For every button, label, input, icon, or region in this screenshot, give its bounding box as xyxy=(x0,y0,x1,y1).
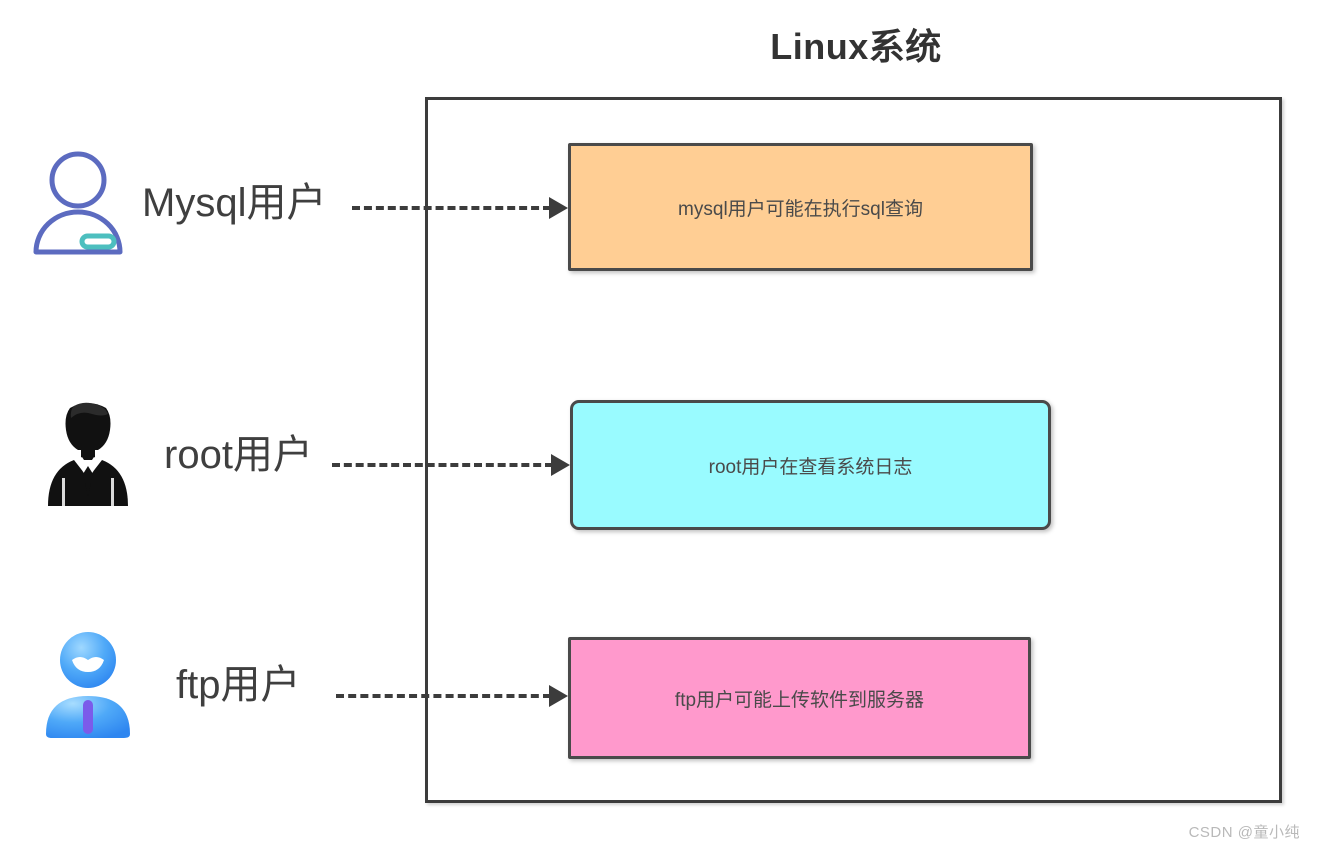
process-box-mysql[interactable]: mysql用户可能在执行sql查询 xyxy=(568,143,1033,271)
page-title: Linux系统 xyxy=(0,18,1318,70)
dashed-arrow-right-icon xyxy=(549,197,568,219)
process-box-mysql-label: mysql用户可能在执行sql查询 xyxy=(678,198,923,220)
dashed-line xyxy=(336,694,551,698)
connector-arrow-root xyxy=(332,453,570,477)
watermark: CSDN @童小纯 xyxy=(1188,824,1300,841)
user-row-mysql: Mysql用户 xyxy=(30,148,326,258)
linux-system-container xyxy=(425,97,1282,803)
user-label-ftp: ftp用户 xyxy=(176,663,301,707)
process-box-root-label: root用户在查看系统日志 xyxy=(708,456,913,478)
connector-arrow-ftp xyxy=(336,684,568,708)
user-blue-avatar-icon xyxy=(40,630,136,740)
dashed-line xyxy=(332,463,553,467)
process-box-root[interactable]: root用户在查看系统日志 xyxy=(570,400,1051,530)
connector-arrow-mysql xyxy=(352,196,568,220)
user-outline-badge-icon xyxy=(30,148,126,258)
dashed-arrow-right-icon xyxy=(549,685,568,707)
dashed-line xyxy=(352,206,551,210)
dashed-arrow-right-icon xyxy=(551,454,570,476)
process-box-ftp-label: ftp用户可能上传软件到服务器 xyxy=(674,689,925,711)
process-box-ftp[interactable]: ftp用户可能上传软件到服务器 xyxy=(568,637,1031,759)
user-row-root: root用户 xyxy=(40,400,313,510)
page-title-text: Linux系统 xyxy=(770,26,942,67)
user-label-root: root用户 xyxy=(164,433,313,477)
user-label-mysql: Mysql用户 xyxy=(142,181,327,225)
user-row-ftp: ftp用户 xyxy=(40,630,300,740)
user-suit-silhouette-icon xyxy=(40,400,136,510)
